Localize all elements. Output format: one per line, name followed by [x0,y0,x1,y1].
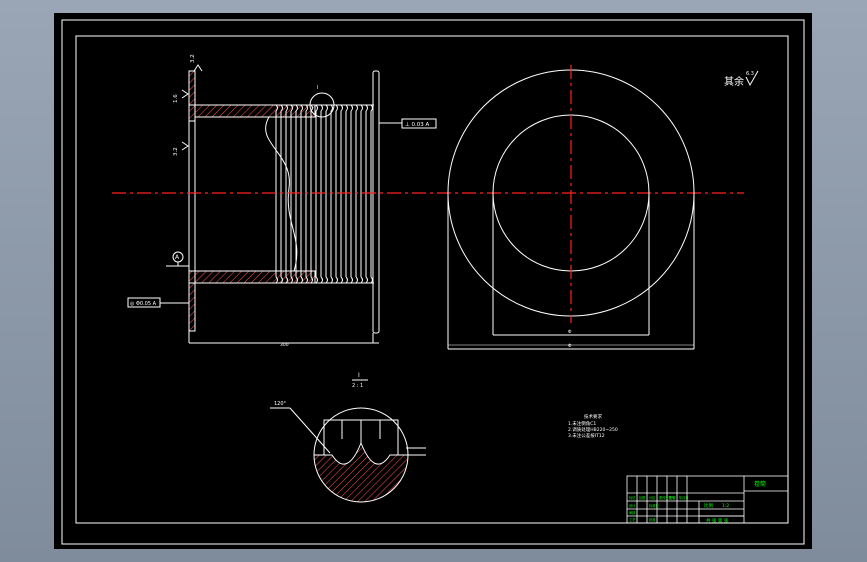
dim-length: 300 [280,342,289,348]
groove-line [340,104,343,284]
groove-line [285,104,288,284]
title-block-cell: 标记 [629,495,636,500]
dim-inner-width: Φ [568,329,572,335]
datum-label: A [175,254,180,261]
title-block-cell: 设计 [629,503,636,508]
roughness-note-text: 其余 [724,75,744,88]
engineering-drawing: ⊥ 0.03 A ◎ Φ0.05 A A 3.2 1.6 3.2 300 I Φ… [61,19,805,545]
scale-label: 比例 [704,502,713,509]
groove-line [310,104,313,284]
groove-line [335,104,338,284]
inner-border [75,35,789,524]
title-block-cell: 签名 [669,495,675,500]
title-block-cell: 工艺 [629,517,635,522]
groove-line [355,104,358,284]
cad-viewport[interactable]: ⊥ 0.03 A ◎ Φ0.05 A A 3.2 1.6 3.2 300 I Φ… [54,13,812,549]
groove-line [275,104,278,284]
detail-label-bottom: 2 : 1 [352,383,363,389]
groove-line [305,104,308,284]
detail-view: I 2 : 1 120° [270,372,426,503]
front-annotations: ⊥ 0.03 A ◎ Φ0.05 A A 3.2 1.6 3.2 300 I [127,54,437,348]
roughness-left-3: 3.2 [173,147,179,156]
tol-frame-2: ◎ Φ0.05 A [130,301,157,307]
title-block-cell: 处数 [639,495,646,500]
groove-line [370,104,373,284]
title-block-text: 卷筒 比例 1:2 共 张 第 张 标记处数分区更改文件号签名年月日设计 标准化审… [629,480,766,524]
groove-line [325,104,328,284]
scale-value: 1:2 [722,503,729,509]
detail-angle: 120° [274,401,287,407]
section-label-i: I [317,85,318,91]
groove-line [365,104,368,284]
tech-req-line-2: 2.调质处理HB220~250 [568,426,618,433]
tech-req-line-1: 1.未注倒角C1 [568,420,596,427]
title-block-cell: 审核 [629,510,636,515]
title-block-cell: 批准 [649,517,656,522]
title-block-cell: 标准化 [649,503,659,508]
tol-frame-1: ⊥ 0.03 A [405,122,430,128]
roughness-note: 其余 6.3 [724,70,759,88]
title-block-cell: 年月日 [679,495,689,500]
roughness-left-2: 1.6 [173,94,179,103]
groove-line [295,104,298,284]
groove-line [330,104,333,284]
title-block-cell: 分区 [649,495,656,500]
tech-req-title: 技术要求 [584,413,602,420]
title-block-cell: 更改文件号 [659,495,675,500]
roughness-left-1: 3.2 [190,54,196,63]
title-block [626,475,789,524]
tech-req-line-3: 3.未注公差按IT12 [568,432,605,439]
front-section-view [188,70,380,344]
groove-line [315,104,318,284]
groove-line [360,104,363,284]
roughness-note-value: 6.3 [746,71,754,77]
detail-label-top: I [358,372,360,379]
groove-line [280,104,283,284]
outer-border [61,19,805,545]
dim-outer-width: Φ [568,343,572,349]
groove-line [320,104,323,284]
tech-requirements: 技术要求 1.未注倒角C1 2.调质处理HB220~250 3.未注公差按IT1… [568,413,618,439]
part-name: 卷筒 [754,480,766,488]
sheet-label: 共 张 第 张 [706,517,729,524]
groove-line [290,104,293,284]
groove-line [350,104,353,284]
groove-line [300,104,303,284]
groove-line [345,104,348,284]
